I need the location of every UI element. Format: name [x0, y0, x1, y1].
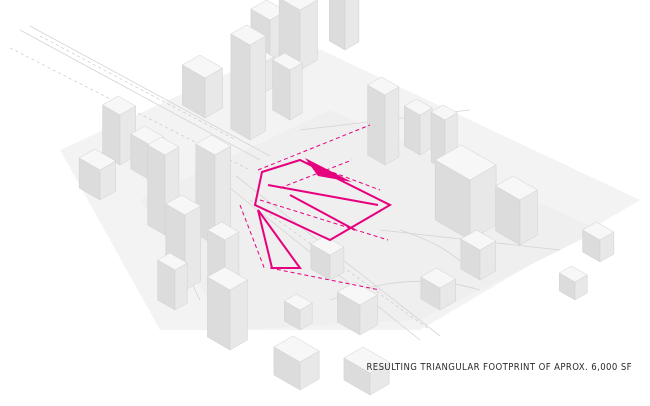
building-30-roof: [558, 265, 588, 283]
building-18-roof: [403, 98, 433, 116]
building-6-roof: [230, 24, 267, 46]
building-21-roof: [495, 175, 538, 201]
building-26-roof: [420, 267, 457, 289]
building-3-left-face: [329, 0, 346, 51]
building-27-roof: [273, 335, 320, 363]
context-buildings: [78, 0, 615, 396]
building-7-right-face: [289, 62, 303, 121]
site-parcel-outline: [253, 158, 393, 242]
resulting-triangle-fill: [305, 158, 352, 182]
building-5-roof: [181, 54, 223, 79]
building-16-roof: [157, 252, 188, 271]
building-29-roof: [582, 221, 615, 241]
building-16-right-face: [174, 262, 188, 311]
building-3-right-face: [344, 0, 360, 51]
building-15-roof: [206, 266, 248, 291]
building-13-roof: [165, 194, 202, 216]
building-18-right-face: [419, 107, 433, 156]
building-25-roof: [336, 281, 378, 306]
building-17-left-face: [367, 84, 386, 166]
site-internal-line-2: [289, 194, 356, 231]
building-17-right-face: [384, 86, 400, 166]
building-8-roof: [102, 95, 137, 116]
building-19-roof: [430, 104, 458, 121]
diagram-caption: RESULTING TRIANGULAR FOOTPRINT OF APROX.…: [366, 362, 632, 373]
building-28-roof: [343, 346, 390, 374]
site-footprint-highlight: [253, 158, 393, 269]
triangular-footprint: [257, 209, 302, 269]
building-6-left-face: [230, 33, 251, 141]
building-7-left-face: [272, 59, 291, 121]
building-6-right-face: [249, 35, 266, 141]
building-14-roof: [207, 221, 240, 241]
building-23-roof: [310, 235, 345, 256]
building-12-roof: [195, 134, 232, 156]
building-2-right-face: [299, 0, 318, 71]
site-internal-line-1: [267, 184, 379, 206]
building-11-roof: [147, 136, 180, 156]
building-20-roof: [434, 144, 497, 181]
building-7-roof: [272, 52, 303, 71]
building-17-roof: [367, 76, 400, 96]
building-11-left-face: [147, 144, 166, 236]
building-10-roof: [78, 148, 117, 171]
building-2-roof: [282, 0, 318, 11]
building-24-roof: [283, 293, 313, 311]
building-15-right-face: [229, 279, 248, 351]
building-22-roof: [460, 229, 497, 251]
